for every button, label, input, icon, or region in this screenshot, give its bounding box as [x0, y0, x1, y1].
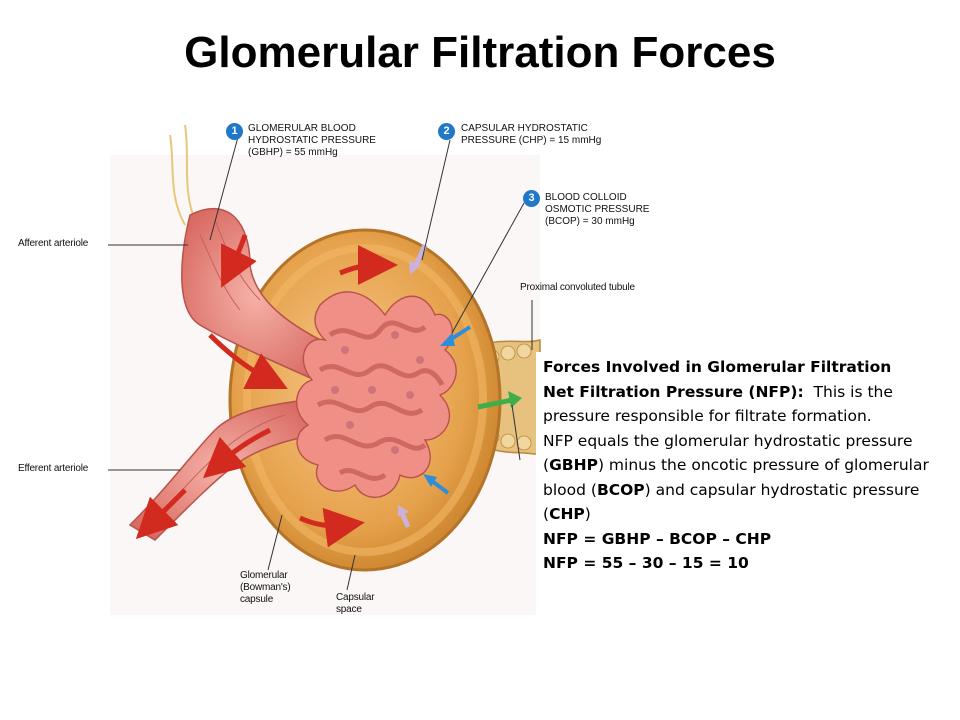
- eq-mid1: ) minus the oncotic pressure of glomerul…: [543, 456, 929, 499]
- filtrate-arrow: [477, 391, 522, 410]
- eq-mid2: ) and capsular hydrostatic pressure (: [543, 480, 920, 524]
- nfp-description: This is the pressure responsible for fil…: [543, 382, 893, 426]
- callout-3-badge: 3: [523, 190, 540, 207]
- label-efferent-arteriole: Efferent arteriole: [18, 463, 89, 474]
- glomerulus-diagram: 1 GLOMERULAR BLOOD HYDROSTATIC PRESSURE …: [0, 95, 960, 655]
- label-leader-lines: [108, 136, 533, 591]
- label-capsular-space: Capsular space: [336, 592, 375, 615]
- label-bowmans-capsule: Glomerular (Bowman's) capsule: [240, 570, 291, 605]
- blood-flow-arrows: [135, 234, 398, 548]
- callout-2-text: CAPSULAR HYDROSTATIC PRESSURE (CHP) = 15…: [461, 123, 602, 146]
- nfp-textbox: Forces Involved in Glomerular Filtration…: [536, 352, 950, 652]
- nerve-fibers: [169, 124, 196, 226]
- label-proximal-tubule: Proximal convoluted tubule: [520, 282, 635, 293]
- callout-1-text: GLOMERULAR BLOOD HYDROSTATIC PRESSURE (G…: [248, 123, 376, 158]
- nfp-equation-text: NFP equals the glomerular hydrostatic pr…: [543, 429, 950, 527]
- nfp-definition: Net Filtration Pressure (NFP): This is t…: [543, 380, 950, 429]
- callout-2-badge: 2: [438, 123, 455, 140]
- eq-end: ): [584, 505, 591, 523]
- label-afferent-arteriole: Afferent arteriole: [18, 238, 89, 249]
- nfp-label: Net Filtration Pressure (NFP):: [543, 382, 804, 401]
- eq-bcop: BCOP: [596, 480, 645, 499]
- slide-title: Glomerular Filtration Forces: [184, 28, 776, 77]
- bcop-arrows: [423, 325, 472, 495]
- callout-3-text: BLOOD COLLOID OSMOTIC PRESSURE (BCOP) = …: [545, 192, 650, 227]
- eq-prefix: NFP equals the glomerular hydrostatic pr…: [543, 431, 913, 475]
- textbox-heading: Forces Involved in Glomerular Filtration: [543, 358, 892, 376]
- eq-gbhp: GBHP: [549, 456, 598, 474]
- chp-arrows: [398, 243, 428, 528]
- eq-chp: CHP: [549, 505, 585, 523]
- nfp-calculation: NFP = 55 – 30 – 15 = 10: [543, 554, 749, 572]
- nfp-formula: NFP = GBHP – BCOP – CHP: [543, 529, 772, 548]
- glomerulus-illustration: [108, 124, 541, 615]
- callout-1-badge: 1: [226, 123, 243, 140]
- glomerulus-capillaries: [295, 291, 457, 498]
